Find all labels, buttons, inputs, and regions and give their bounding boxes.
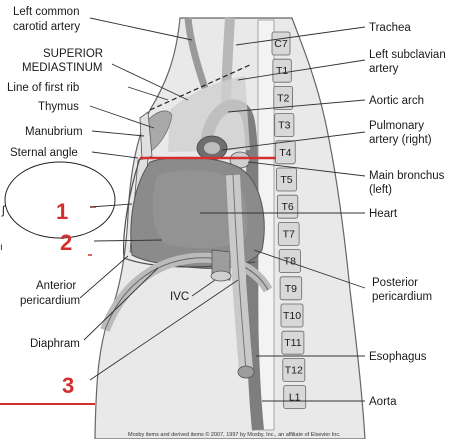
vertebra-label-t3: T3 [278,120,290,132]
vertebra-t12 [282,357,306,382]
leader-1 [89,203,133,208]
first-rib-line [149,63,253,111]
label-anterior-pericardium-2: pericardium [20,295,80,307]
vertebra-label-t4: T4 [279,147,291,159]
diaphragm-edge [104,257,269,331]
label-sternal-angle: Sternal angle [10,147,78,159]
leader-left-subclavian [237,59,366,81]
leader-sternal-angle [91,151,139,159]
vertebra-label-t10: T10 [283,310,301,322]
vertebra-label-l1: L1 [289,392,301,404]
label-posterior-pericardium-2: pericardium [372,291,432,303]
label-thymus: Thymus [38,101,79,113]
vertebra-t6 [276,194,299,219]
vertebra-t8 [278,249,301,274]
annotation-number-3: 3 [62,373,74,398]
leader-superior-mediastinum [111,63,189,101]
vertebra-label-t12: T12 [285,364,303,376]
vertebra-label-t8: T8 [284,256,296,268]
annotation-scribble-1: ʃ [1,203,6,217]
vertebra-label-t5: T5 [280,174,292,186]
label-esophagus: Esophagus [369,351,427,363]
vertebra-t7 [277,221,300,246]
leader-ivc [191,279,216,297]
vertebra-l1 [283,385,307,410]
leader-pulmonary-artery [221,131,366,151]
vertebra-t5 [276,167,297,192]
esophagus-edge [232,174,247,371]
annotation-scribble-2: ı [0,242,3,253]
vertebra-t2 [273,86,293,110]
leader-posterior-pericardium [253,249,366,289]
label-trachea: Trachea [369,22,411,34]
label-heart: Heart [369,208,398,220]
vertebra-label-t1: T1 [276,65,288,77]
esophagus-end [237,365,255,379]
leader-manubrium [91,130,145,137]
label-left-subclavian-2: artery [369,63,399,75]
label-left-subclavian-1: Left subclavian [369,49,446,61]
heart-highlight [152,170,248,249]
label-pulmonary-artery-1: Pulmonary [369,120,424,132]
vertebra-t10 [280,303,304,328]
label-aorta: Aorta [369,396,397,408]
label-manubrium: Manubrium [25,126,83,138]
label-posterior-pericardium-1: Posterior [372,277,418,289]
label-superior-mediastinum-2: MEDIASTINUM [22,62,103,74]
label-line-first-rib: Line of first rib [7,82,79,94]
leader-anterior-pericardium [79,255,129,299]
label-pulmonary-artery-2: artery (right) [369,134,432,146]
vertebra-t11 [281,330,305,355]
label-superior-mediastinum-1: SUPERIOR [43,48,103,60]
label-left-common-carotid-2: carotid artery [13,21,80,33]
vertebra-label-c7: C7 [274,38,288,50]
carotid-artery [184,17,209,90]
superior-mediastinum-region [168,76,250,152]
leader-aortic-arch [227,99,366,113]
pericardium [123,157,256,268]
annotation-circle [4,161,116,239]
pulmonary-artery-lumen [204,142,220,154]
vertebra-t4 [275,140,296,165]
label-left-common-carotid-1: Left common [13,6,79,18]
annotation-number-2: 2 [60,230,72,255]
vertebra-label-t7: T7 [283,228,295,240]
leader-thymus [89,105,155,129]
vertebra-label-t6: T6 [281,201,293,213]
label-ivc: IVC [170,291,189,303]
vertebra-t1 [272,58,292,83]
leader-carotid [89,17,193,41]
leader-diaphragm [83,267,159,341]
label-main-bronchus-1: Main bronchus [369,170,445,182]
vertebra-t9 [279,276,303,301]
vertebra-label-t9: T9 [285,283,297,295]
vertebra-label-t11: T11 [284,337,301,349]
vertebra-t3 [274,113,295,137]
ivc-opening [210,270,232,282]
leader-trachea [235,26,366,46]
leader-first-rib [127,86,169,101]
label-diaphragm: Diaphram [30,338,80,350]
label-aortic-arch: Aortic arch [369,95,424,107]
copyright-credit: Mosby items and derived items © 2007, 19… [128,431,341,438]
leader-2 [93,239,163,242]
leader-3 [89,279,239,381]
label-main-bronchus-2: (left) [369,184,392,196]
leader-main-bronchus [247,161,366,177]
label-anterior-pericardium-1: Anterior [36,280,76,292]
annotation-number-1: 1 [56,199,68,224]
vertebra-label-t2: T2 [277,92,289,104]
